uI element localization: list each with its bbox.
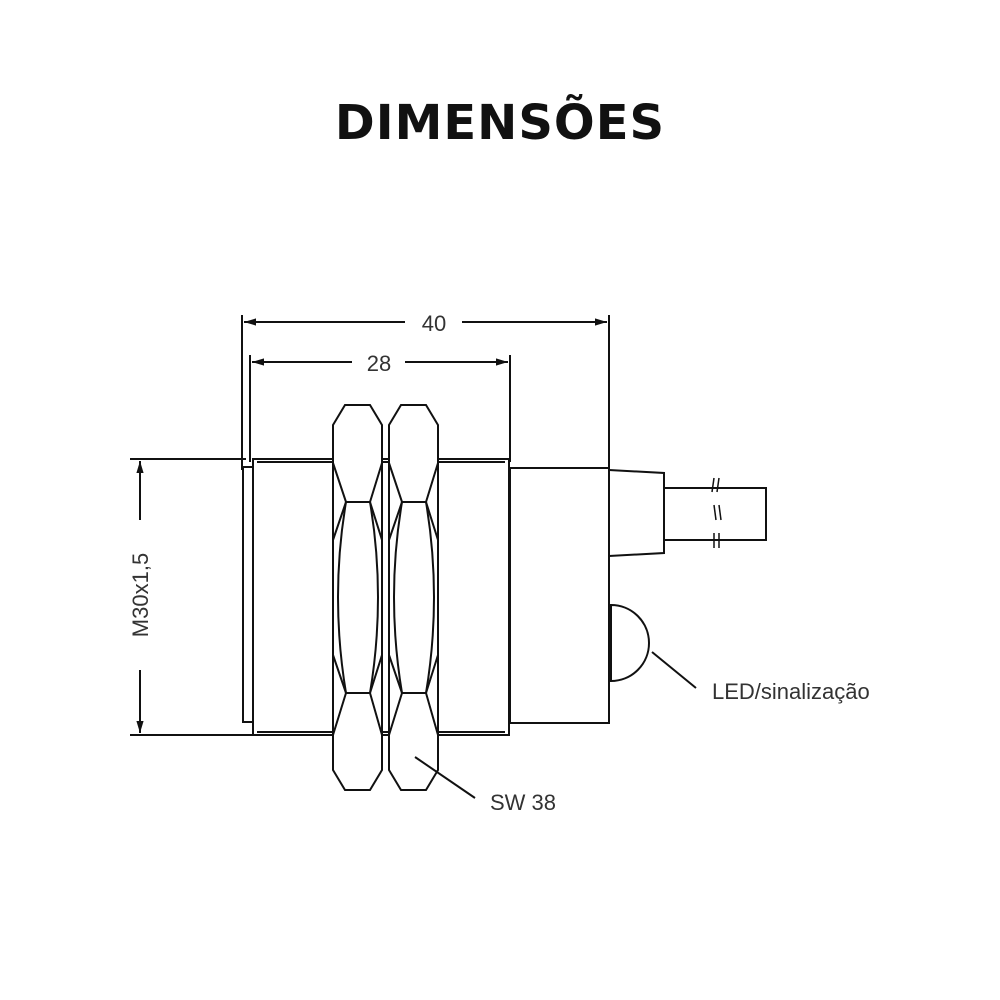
cable-gland: [608, 469, 665, 557]
nut-leader: [414, 756, 476, 799]
led-dome: [610, 603, 650, 683]
dimension-40: [241, 315, 610, 470]
cable-break-icon: [711, 477, 722, 548]
nut-2: [388, 404, 439, 791]
dim-40-label: 40: [422, 311, 446, 336]
page-title: DIMENSÕES: [334, 95, 666, 151]
dim-28-label: 28: [367, 351, 391, 376]
front-face: [242, 466, 254, 723]
nut-1: [332, 404, 383, 791]
led-label: LED/sinalização: [712, 679, 870, 704]
dimension-28: [249, 355, 511, 462]
nut-label: SW 38: [490, 790, 556, 815]
dim-thread-label: M30x1,5: [128, 553, 153, 637]
dimension-thread: [130, 458, 252, 736]
rear-body: [509, 467, 610, 724]
led-leader: [651, 651, 697, 689]
cable: [664, 487, 767, 541]
